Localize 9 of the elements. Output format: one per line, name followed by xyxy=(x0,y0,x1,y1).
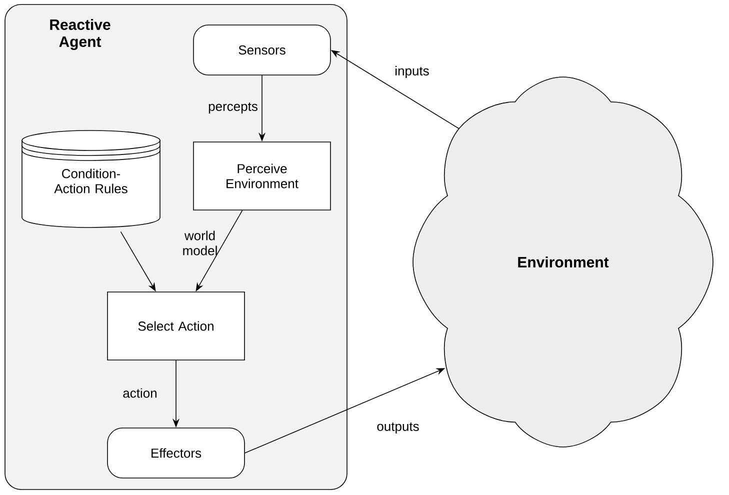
edge-label: action xyxy=(123,388,156,398)
rules-cylinder: Condition-Action Rules xyxy=(22,130,160,228)
terminal-box: Sensors xyxy=(193,24,331,76)
process-box: Perceive Environment xyxy=(193,142,331,210)
edge-label: inputs xyxy=(396,66,429,78)
edge-label: world model xyxy=(183,230,217,256)
process-box: Select Action xyxy=(107,292,245,360)
terminal-box: Effectors xyxy=(107,428,245,478)
edge-label: percepts xyxy=(208,102,258,114)
